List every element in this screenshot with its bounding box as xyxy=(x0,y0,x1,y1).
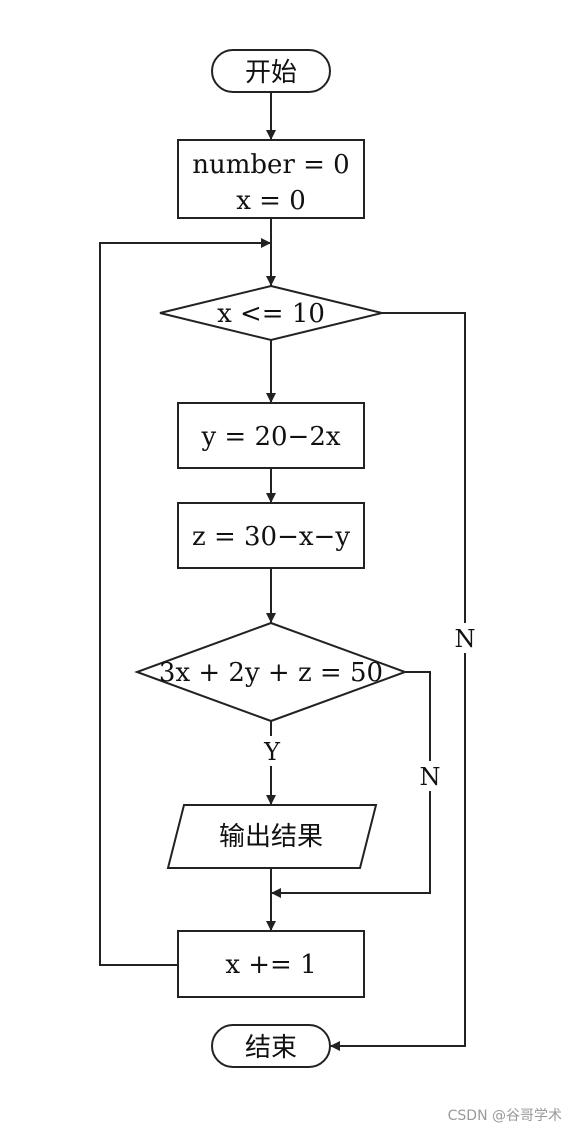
init-process-box: number = 0 x = 0 xyxy=(177,139,365,219)
end-node: 结束 xyxy=(211,1024,331,1068)
start-label: 开始 xyxy=(245,58,297,88)
no-label-inner: N xyxy=(420,763,441,791)
init-number-label: number = 0 xyxy=(192,150,349,180)
compute-y-box: y = 20−2x xyxy=(177,402,365,469)
end-label: 结束 xyxy=(245,1033,297,1063)
compute-y-label: y = 20−2x xyxy=(200,422,340,452)
yes-label: Y xyxy=(263,738,281,766)
no-label-inner-bg xyxy=(418,761,442,791)
check-condition-label: 3x + 2y + z = 50 xyxy=(159,658,383,688)
watermark-text: CSDN @谷哥学术 xyxy=(448,1108,562,1124)
no-label-outer-bg xyxy=(453,623,477,653)
loop-condition-label: x <= 10 xyxy=(217,299,325,329)
compute-z-label: z = 30−x−y xyxy=(192,522,350,552)
yes-label-bg xyxy=(260,736,284,766)
init-x-label: x = 0 xyxy=(236,186,306,216)
edge-increment-loop-back xyxy=(99,238,271,966)
check-condition-diamond: 3x + 2y + z = 50 xyxy=(134,621,408,723)
start-node: 开始 xyxy=(211,49,331,93)
loop-condition-diamond: x <= 10 xyxy=(159,284,383,342)
increment-box: x += 1 xyxy=(177,930,365,998)
increment-label: x += 1 xyxy=(225,950,316,980)
compute-z-box: z = 30−x−y xyxy=(177,502,365,569)
no-label-outer: N xyxy=(455,625,476,653)
edge-loop-no-to-end xyxy=(330,312,466,1051)
output-io-box: 输出结果 xyxy=(166,804,378,869)
output-label: 输出结果 xyxy=(219,822,323,852)
